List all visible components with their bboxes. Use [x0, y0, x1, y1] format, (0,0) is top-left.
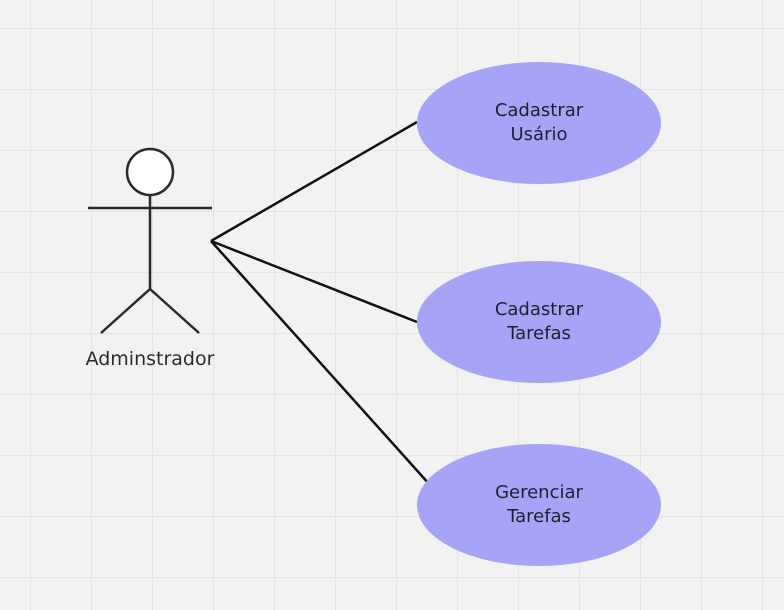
actor-right-leg	[149, 288, 200, 334]
use-case-label: Gerenciar Tarefas	[495, 482, 583, 527]
use-case-cadastrar-usuario[interactable]: Cadastrar Usário	[417, 62, 661, 184]
use-case-label: Cadastrar Usário	[494, 100, 584, 145]
actor-label: Adminstrador	[85, 348, 215, 370]
association-line-2[interactable]	[210, 239, 418, 324]
actor-left-leg	[100, 288, 151, 334]
use-case-cadastrar-tarefas[interactable]: Cadastrar Tarefas	[417, 261, 661, 383]
use-case-label: Cadastrar Tarefas	[494, 299, 584, 344]
actor-head	[125, 147, 175, 197]
association-line-3[interactable]	[210, 240, 431, 486]
association-line-1[interactable]	[210, 120, 418, 243]
use-case-gerenciar-tarefas[interactable]: Gerenciar Tarefas	[417, 444, 661, 566]
actor-stick-figure-icon[interactable]	[88, 147, 212, 334]
